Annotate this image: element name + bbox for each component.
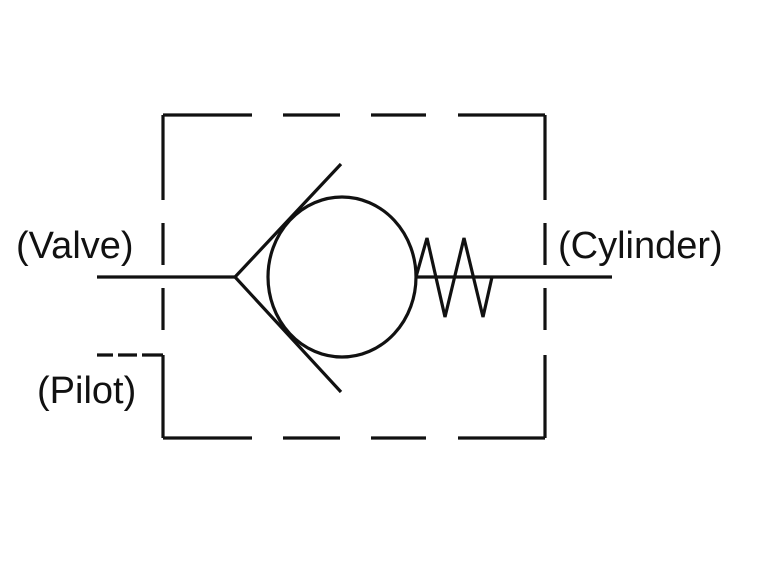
valve-seat [232, 162, 343, 394]
valve-label: (Valve) [16, 225, 134, 267]
cylinder-label: (Cylinder) [558, 225, 723, 267]
check-ball [266, 195, 418, 359]
pilot-label: (Pilot) [37, 370, 136, 412]
dashed-enclosure [161, 113, 547, 440]
